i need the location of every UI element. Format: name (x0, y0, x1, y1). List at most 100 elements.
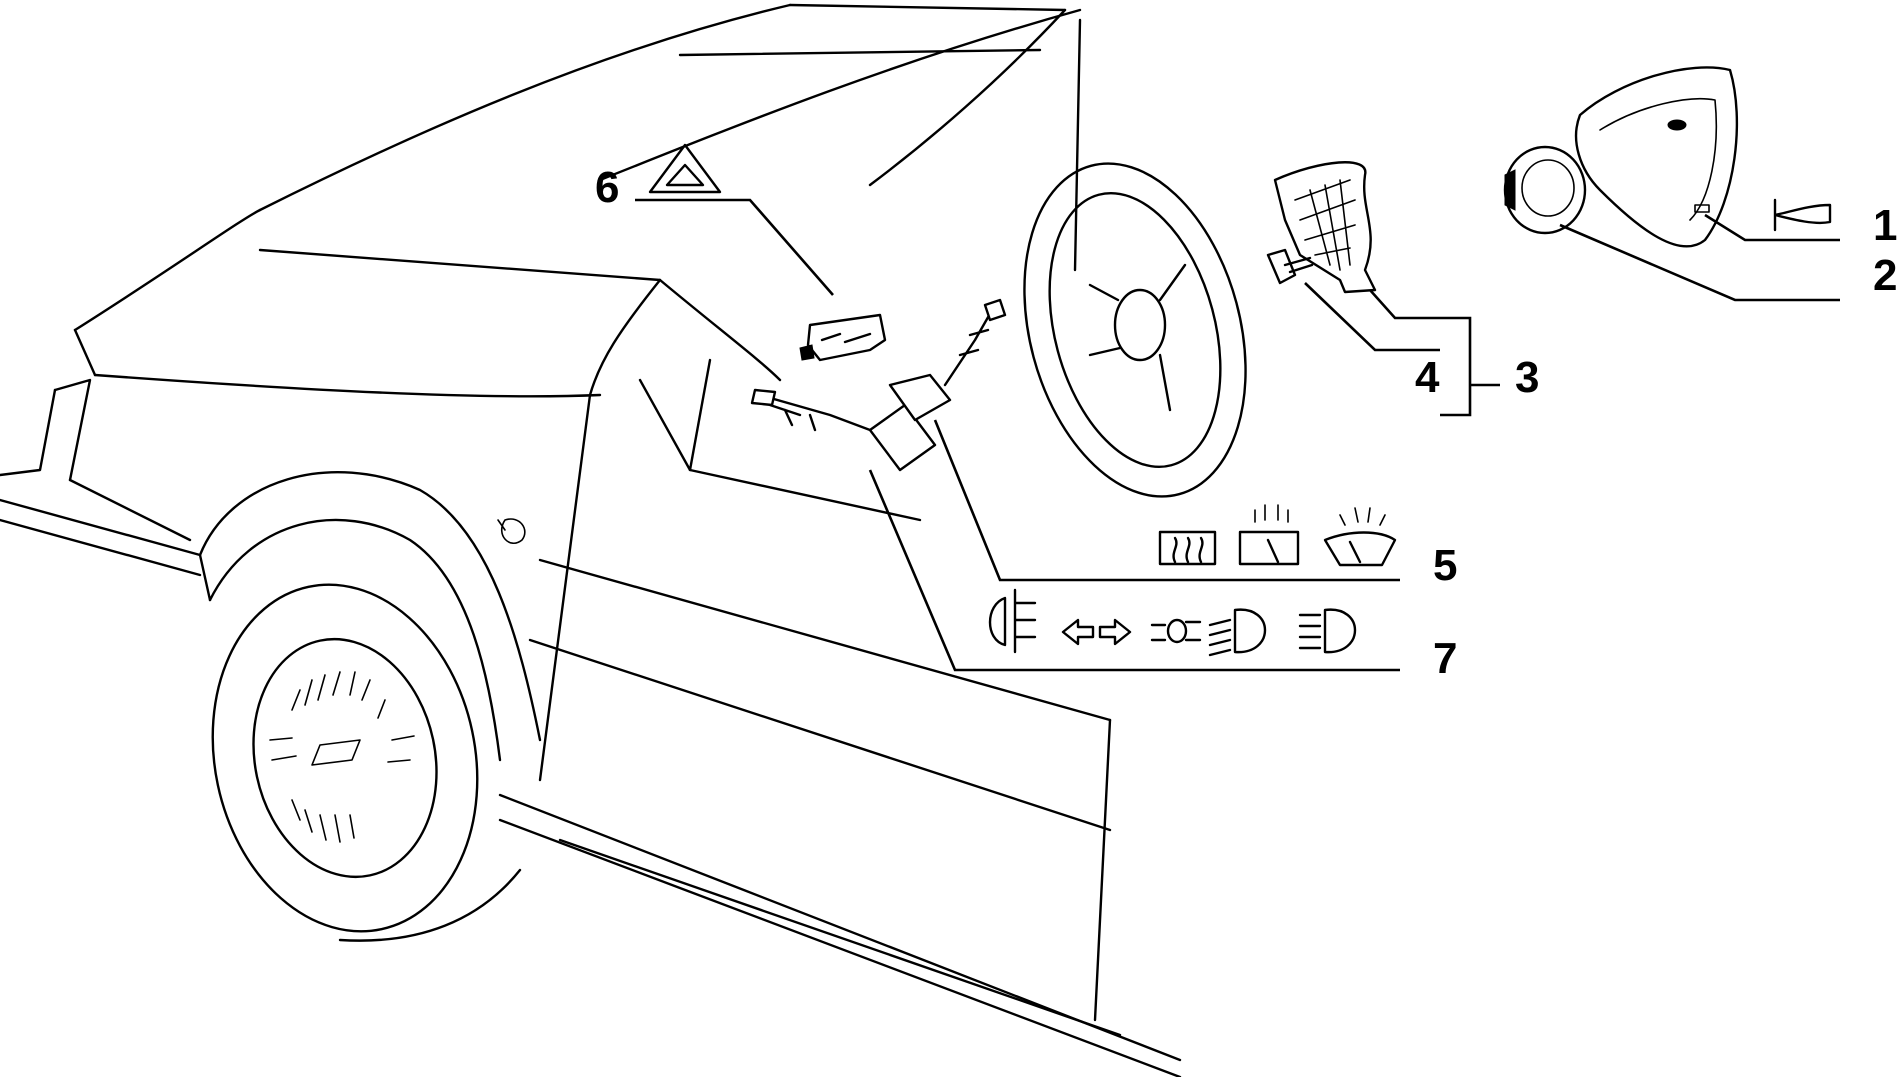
main-beam-icon (1298, 608, 1357, 654)
bumper-crease (68, 478, 192, 542)
sill-line-2 (498, 818, 1182, 1079)
airbag-badge (1667, 119, 1687, 131)
stalk-switch-right (888, 373, 952, 422)
turn-right-arrow-icon (1098, 618, 1132, 646)
part-6-hazard-switch (799, 313, 887, 362)
b-pillar (1073, 18, 1082, 272)
body-crease-upper (538, 558, 1112, 722)
main-beam-rays (1298, 613, 1322, 650)
side-light-bulb (1166, 618, 1188, 644)
part-5-7-stalk-switches (750, 298, 1007, 472)
dipped-beam-lamp (1233, 608, 1267, 654)
airbag-cover (1574, 66, 1739, 248)
callout-7: 7 (1433, 634, 1457, 683)
hood-front (73, 208, 262, 332)
bumper-top (0, 498, 202, 557)
leader-4 (1304, 282, 1440, 352)
hazard-switch-body (806, 313, 887, 362)
hazard-triangle-inner (665, 163, 705, 187)
steering-wheel (1023, 162, 1247, 498)
headlight-block (53, 378, 92, 482)
rear-wiper-frame (1238, 530, 1300, 566)
turn-left-arrow (1061, 618, 1095, 646)
callout-4: 4 (1415, 353, 1440, 402)
light-stalk-ring (768, 403, 817, 432)
rear-wiper-arm (1266, 538, 1280, 564)
bumper-bottom (0, 518, 202, 577)
steering-spokes (1088, 263, 1187, 412)
roof-top-edge (788, 3, 1067, 12)
wheel-arch-outer (198, 471, 542, 742)
horn-shape (1773, 198, 1832, 232)
leader-7 (868, 469, 1400, 672)
screw-thread (1283, 256, 1314, 274)
rear-fog-beams (1013, 588, 1037, 654)
steering-rim-inner (1048, 191, 1222, 469)
horn-icon (1773, 198, 1832, 232)
hood-corner (73, 328, 97, 377)
clock-spring-face (1521, 159, 1575, 217)
rear-defrost-icon (1158, 530, 1217, 566)
light-stalk (758, 393, 872, 432)
hood-crease (258, 248, 662, 282)
wheel-spokes (269, 671, 415, 843)
wheel-hub (311, 739, 361, 766)
roof-front-edge (258, 3, 792, 212)
stalk-switch-left (868, 403, 937, 472)
side-lights-icon (1150, 618, 1202, 644)
rear-wiper-icon (1238, 504, 1300, 566)
callout-3: 3 (1515, 353, 1539, 402)
rear-fog-light-icon (988, 588, 1037, 654)
front-wiper-washer-icon (1323, 507, 1397, 567)
wiper-stalk-ring (958, 328, 990, 357)
hazard-switch-detail (820, 332, 872, 344)
hazard-switch-pin (799, 344, 815, 361)
main-beam-lamp (1323, 608, 1357, 654)
door-front-edge (538, 393, 592, 782)
side-light-rays (1150, 620, 1202, 642)
a-pillar-base (588, 278, 662, 397)
callout-6: 6 (595, 163, 619, 212)
screw-head (1266, 248, 1297, 285)
steering-rim-outer (1023, 162, 1247, 498)
wiper-stalk (943, 303, 997, 387)
windshield-frame (598, 8, 1082, 182)
airbag-inner-edge (1599, 97, 1718, 221)
dipped-beam-rays (1208, 618, 1232, 657)
windshield-top (868, 8, 1067, 187)
dipped-beam-icon (1208, 608, 1267, 657)
rear-defrost-frame (1158, 530, 1217, 566)
rear-fog-lamp (988, 596, 1007, 647)
quarter-window (688, 358, 712, 472)
filler-cap-hinge (497, 519, 506, 531)
turn-right-arrow (1098, 618, 1132, 646)
wiper-stalk-tip (983, 298, 1007, 322)
leader-6 (635, 198, 834, 296)
door-rear-edge (1093, 718, 1112, 1022)
bracket-3 (1369, 289, 1472, 417)
window-front (658, 278, 782, 382)
rear-defrost-waves (1172, 536, 1204, 564)
rear-wiper-spray (1254, 504, 1289, 523)
wheel-rim (252, 637, 438, 879)
hazard-warning-icon (648, 143, 722, 194)
hood-rear-edge (93, 373, 602, 398)
front-wiper-arm (1348, 540, 1362, 564)
wheel-arch-lower (338, 868, 522, 942)
callout-1: 1 (1873, 201, 1897, 250)
callout-2: 2 (1873, 251, 1897, 300)
part-1-airbag-cover (1574, 66, 1739, 248)
hazard-triangle-outer (648, 143, 722, 194)
tyre-outer (211, 583, 479, 933)
airbag-label (1694, 204, 1710, 213)
front-washer-spray (1339, 507, 1386, 526)
filler-cap (500, 518, 526, 544)
grille-edge (0, 388, 57, 477)
steering-hub (1113, 288, 1167, 362)
windscreen-shape (1323, 531, 1397, 567)
body-crease-lower (528, 638, 1112, 832)
roof-line (678, 48, 1042, 57)
part-4-contact-plate (1266, 161, 1377, 294)
